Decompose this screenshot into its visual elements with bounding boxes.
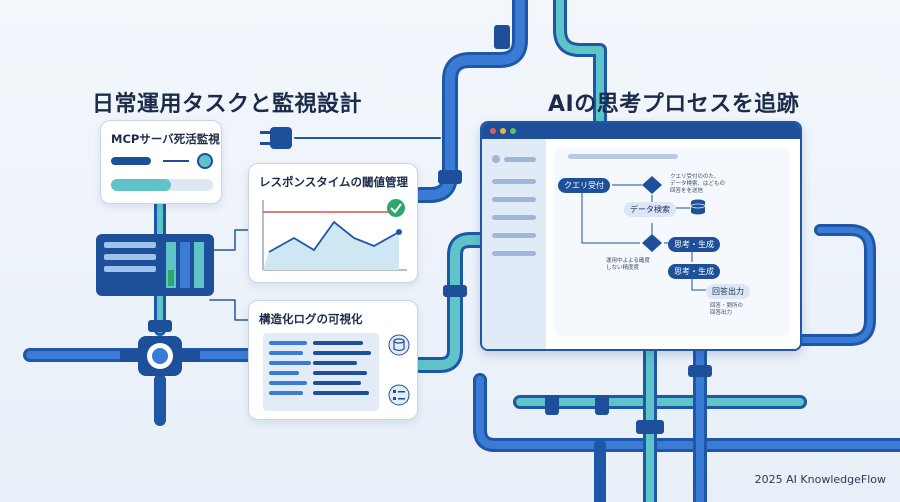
pipe-right-side [794,224,876,346]
maximize-dot-icon[interactable] [510,128,516,134]
flow-note-query-2: データ検索、はどもの [670,181,726,187]
valve-junction [120,336,200,376]
minimize-dot-icon[interactable] [500,128,506,134]
latency-chart [262,199,407,271]
coupling [545,395,559,415]
mcp-card-title: MCPサーバ死活監視 [111,132,220,146]
flow-node-think-1: 思考・生成 [668,237,720,252]
panel-header-bar [568,154,678,159]
window-sidebar [482,139,546,349]
logs-graphic [263,333,410,411]
latency-area [263,222,399,270]
latency-line [268,220,400,253]
flow-node-query: クエリ受付 [558,178,610,193]
sidebar-item[interactable] [492,197,536,202]
footer-credit: 2025 AI KnowledgeFlow [754,473,886,486]
pipe-bottom-right [473,373,900,452]
coupling [438,170,462,184]
flow-note-query-3: 回答をを送信 [670,188,704,194]
sidebar-item[interactable] [492,233,536,238]
latency-card-title: レスポンスタイムの閾値管理 [259,175,409,189]
mcp-progress-fill [111,179,171,191]
database-icon [388,334,410,356]
flow-panel: クエリ受付 クエリ受付ののた、 データ検索、はどもの 回答をを送信 データ検索 … [554,148,790,336]
coupling [688,365,712,377]
checklist-icon [388,384,410,406]
flow-node-answer: 回答出力 [706,284,750,299]
flow-note-side-2: しない精度度 [606,265,640,271]
decision-diamond-icon [642,176,662,194]
sidebar-item[interactable] [492,215,536,220]
plug-icon [260,127,292,149]
structured-logs-card: 構造化ログの可視化 [248,300,418,420]
coupling [636,420,664,434]
database-icon [690,199,706,215]
flow-node-search: データ検索 [624,202,676,217]
ai-trace-window: クエリ受付 クエリ受付ののた、 データ検索、はどもの 回答をを送信 データ検索 … [480,121,802,351]
coupling [595,395,609,415]
flow-note-query-1: クエリ受付ののた、 [670,174,720,180]
sidebar-item[interactable] [492,251,536,256]
flow-note-answer-1: 回答・劉所の [710,303,744,309]
check-icon [387,199,405,217]
close-dot-icon[interactable] [490,128,496,134]
sidebar-item[interactable] [504,157,536,162]
left-heading: 日常運用タスクと監視設計 [92,92,363,117]
coupling [148,320,172,332]
logs-card-title: 構造化ログの可視化 [259,312,363,326]
flow-note-answer-2: 回答出力 [710,310,733,316]
sidebar-item[interactable] [492,179,536,184]
right-heading: AIの思考プロセスを追跡 [548,92,800,117]
coupling [494,25,510,49]
sidebar-avatar-icon [492,155,500,163]
window-titlebar [482,123,800,139]
mcp-status-graphic [111,153,213,191]
flow-note-side-1: 運用中よよる確度 [606,258,650,264]
mcp-monitor-card: MCPサーバ死活監視 [100,120,222,204]
decision-diamond-icon [642,234,662,252]
status-indicator-icon [197,153,213,169]
coupling [443,285,467,297]
server-rack-icon [96,234,214,296]
latency-threshold-card: レスポンスタイムの閾値管理 [248,163,418,283]
flow-node-think-2: 思考・生成 [668,264,720,279]
